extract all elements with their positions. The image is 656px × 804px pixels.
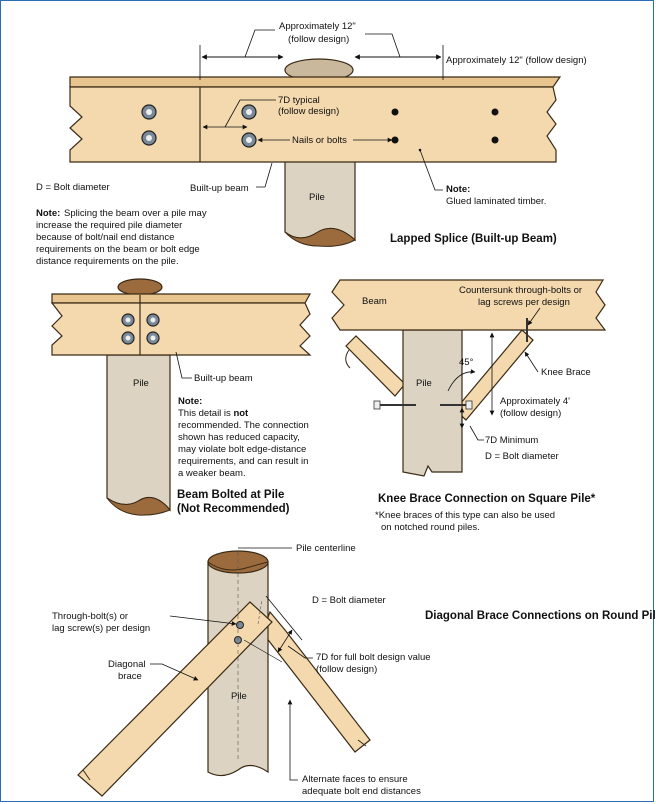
diagonal-alternate-2: adequate bolt end distances: [302, 786, 421, 797]
diagonal-centerline: Pile centerline: [296, 543, 356, 554]
bolted-note-6: a weaker beam.: [178, 468, 246, 479]
lapped-note-glued: Glued laminated timber.: [446, 196, 546, 207]
lapped-note-left-title: Note:: [36, 208, 60, 219]
knee-angle-label: 45°: [459, 357, 474, 368]
bolted-note-2: recommended. The connection: [178, 420, 309, 431]
lapped-built-up-label: Built-up beam: [190, 183, 249, 194]
lapped-bolt-diameter: D = Bolt diameter: [36, 182, 110, 193]
lapped-note-left-3: because of bolt/nail end distance: [36, 232, 174, 243]
diagonal-7d-full-2: (follow design): [316, 664, 377, 675]
bolted-built-up-label: Built-up beam: [194, 373, 253, 384]
bolted-bolts: [121, 313, 160, 345]
knee-beam: [331, 279, 607, 331]
diagonal-caption: Diagonal Brace Connections on Round Pile: [425, 610, 656, 622]
lapped-7d: 7D typical: [278, 95, 320, 106]
lapped-note-left-2: increase the required pile diameter: [36, 220, 182, 231]
bolted-note-5: requirements, and can result in: [178, 456, 308, 467]
bolted-note-1b: not: [233, 408, 249, 419]
diagonal-brace-right: [261, 610, 371, 753]
bolted-beam-body: [50, 302, 312, 356]
lapped-beam-body: [69, 86, 557, 163]
lapped-note-title: Note:: [446, 184, 470, 195]
bolted-note-4: may violate bolt edge-distance: [178, 444, 306, 455]
bolted-note-title: Note:: [178, 396, 202, 407]
lapped-beam-top-plank: [69, 76, 562, 88]
bolted-caption-1: Beam Bolted at Pile: [177, 489, 284, 501]
diagonal-alternate-1: Alternate faces to ensure: [302, 774, 408, 785]
lapped-7d-sub: (follow design): [278, 106, 339, 117]
diagonal-brace-label-1: Diagonal: [108, 659, 146, 670]
knee-7d-min: 7D Minimum: [485, 435, 538, 446]
diagonal-panel: Pile centerline D = Bolt diameter Diagon…: [52, 543, 656, 797]
knee-approx-4-sub: (follow design): [500, 408, 561, 419]
diagonal-brace-left: [77, 601, 273, 797]
diagonal-pile-label: Pile: [231, 691, 247, 702]
knee-pile-label: Pile: [416, 378, 432, 389]
lapped-bolts: [141, 104, 499, 148]
lapped-dim-left-sub: (follow design): [288, 34, 349, 45]
diagonal-through-bolt-2: lag screw(s) per design: [52, 623, 150, 634]
knee-brace-left: [345, 335, 406, 397]
knee-brace-panel: Beam Countersunk through-bolts or lag sc…: [331, 279, 607, 533]
knee-pile: [402, 329, 463, 477]
lapped-note-left-5: distance requirements on the pile.: [36, 256, 179, 267]
bolted-note-3: shown has reduced capacity,: [178, 432, 300, 443]
diagonal-7d-full-1: 7D for full bolt design value: [316, 652, 431, 663]
lapped-dim-right: Approximately 12" (follow design): [446, 55, 587, 66]
lapped-pile-end: [284, 227, 356, 247]
bolted-caption-2: (Not Recommended): [177, 503, 290, 515]
diagonal-through-bolt-1: Through-bolt(s) or: [52, 611, 128, 622]
lapped-note-left-4: requirements on the beam or bolt edge: [36, 244, 200, 255]
knee-brace-label: Knee Brace: [541, 367, 591, 378]
bolted-beam-top-plank: [51, 293, 312, 304]
bolted-note-line-1: This detail is not: [178, 408, 249, 419]
lapped-nails-bolts: Nails or bolts: [292, 135, 347, 146]
bolted-pile-end: [106, 497, 171, 516]
knee-countersunk-1: Countersunk through-bolts or: [459, 285, 582, 296]
lapped-caption: Lapped Splice (Built-up Beam): [390, 233, 557, 245]
knee-caption: Knee Brace Connection on Square Pile*: [378, 493, 596, 505]
knee-countersunk-2: lag screws per design: [478, 297, 570, 308]
knee-bolt-diameter: D = Bolt diameter: [485, 451, 559, 462]
knee-footnote-2: on notched round piles.: [381, 522, 480, 533]
bolted-note-1a: This detail is: [178, 408, 233, 419]
knee-footnote-1: *Knee braces of this type can also be us…: [375, 510, 555, 521]
diagonal-bolt-diameter: D = Bolt diameter: [312, 595, 386, 606]
lapped-pile-label: Pile: [309, 192, 325, 203]
lapped-dim-left: Approximately 12": [279, 21, 356, 32]
diagonal-brace-label-2: brace: [118, 671, 142, 682]
bolted-pile-top: [117, 278, 163, 296]
lapped-note-left-1: Splicing the beam over a pile may: [64, 208, 207, 219]
lapped-splice-panel: Approximately 12" (follow design) Approx…: [36, 21, 587, 267]
knee-approx-4: Approximately 4': [500, 396, 570, 407]
bolted-panel: Pile Built-up beam Note: This detail is …: [50, 278, 312, 516]
bolted-pile-label: Pile: [133, 378, 149, 389]
knee-beam-label: Beam: [362, 296, 387, 307]
